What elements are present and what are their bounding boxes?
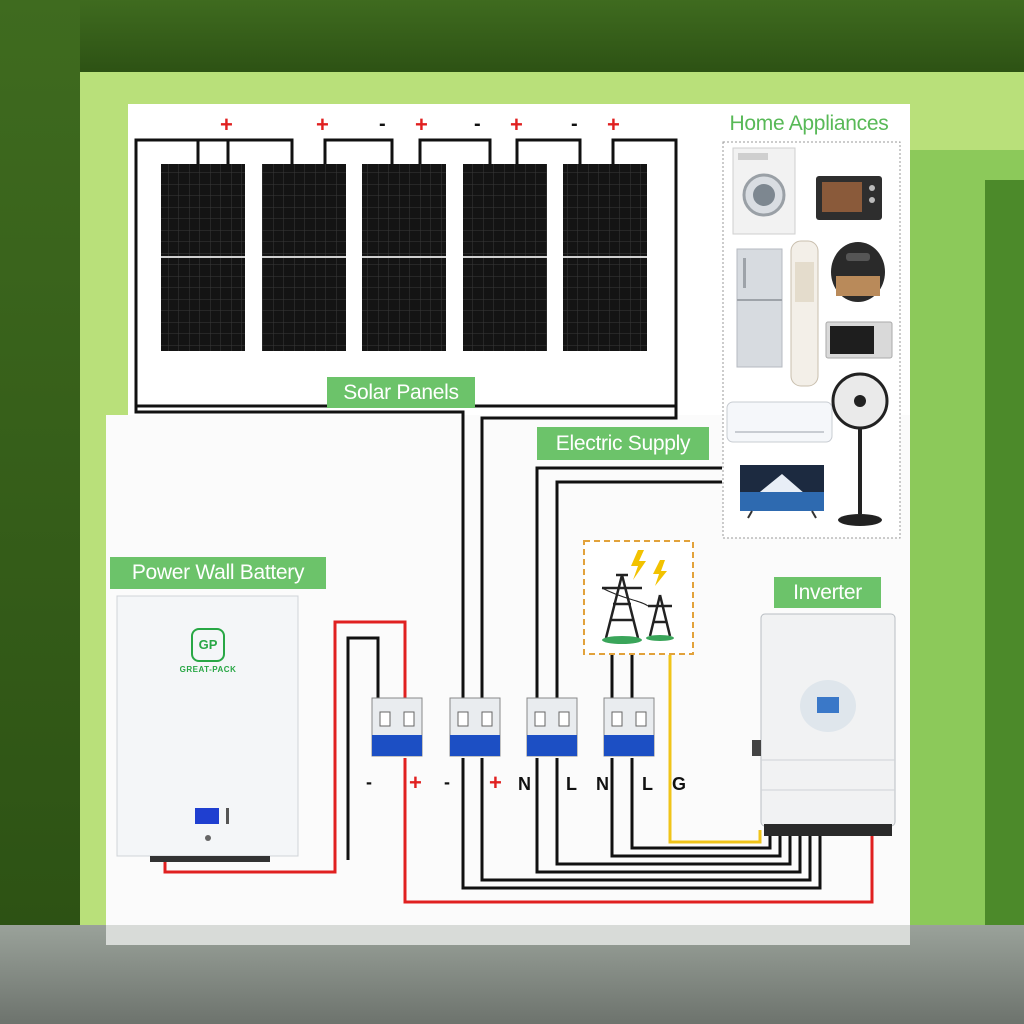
solar-panel xyxy=(463,164,547,351)
terminal-grid-line: L xyxy=(642,774,653,794)
panel-5-minus-sign: - xyxy=(571,113,578,135)
terminal-grid-neutral: N xyxy=(596,774,609,794)
brand-name: GREAT-PACK xyxy=(179,665,237,674)
home-appliances-label: Home Appliances xyxy=(729,112,889,135)
power-wall-battery-label: Power Wall Battery xyxy=(110,557,326,589)
great-pack-logo: GP GREAT-PACK xyxy=(168,628,248,674)
dc-breaker-battery xyxy=(371,697,423,757)
hybrid-inverter xyxy=(752,613,896,836)
solar-panel-array xyxy=(161,164,647,351)
panel-1-plus-sign: + xyxy=(220,112,233,137)
solar-panel xyxy=(161,164,245,351)
washing-machine-icon xyxy=(732,147,796,235)
inverter-label: Inverter xyxy=(774,577,881,608)
terminal-battery-negative: - xyxy=(366,772,372,792)
power-wall-battery xyxy=(116,595,299,862)
solar-panel xyxy=(362,164,446,351)
refrigerator-icon xyxy=(736,248,783,368)
terminal-solar-positive: + xyxy=(489,770,502,795)
terminal-load-line: L xyxy=(566,774,577,794)
panel-3-plus-sign: + xyxy=(415,112,428,137)
terminal-solar-negative: - xyxy=(444,772,450,792)
ac-breaker-grid xyxy=(603,697,655,757)
panel-2-plus-sign: + xyxy=(316,112,329,137)
red-wiring xyxy=(163,620,874,904)
solar-panel xyxy=(262,164,346,351)
terminal-load-neutral: N xyxy=(518,774,531,794)
panel-4-plus-sign: + xyxy=(510,112,523,137)
television-icon xyxy=(740,465,824,519)
microwave-icon xyxy=(825,321,893,359)
panel-5-plus-sign: + xyxy=(607,112,620,137)
ac-breaker-load xyxy=(526,697,578,757)
ground-wire xyxy=(668,655,762,844)
terminal-battery-positive: + xyxy=(409,770,422,795)
rice-cooker-icon xyxy=(831,242,885,302)
tower-air-conditioner-icon xyxy=(790,240,819,387)
home-appliances-panel xyxy=(722,141,901,539)
terminal-ground: G xyxy=(672,774,687,794)
dc-breaker-solar xyxy=(449,697,501,757)
electric-supply-label: Electric Supply xyxy=(537,427,709,460)
toaster-oven-icon xyxy=(816,176,882,220)
circuit-breakers xyxy=(371,697,655,757)
transmission-tower-icon xyxy=(601,573,672,639)
power-grid-box xyxy=(583,540,694,655)
panel-3-minus-sign: - xyxy=(379,113,386,135)
panel-4-minus-sign: - xyxy=(474,113,481,135)
solar-panel xyxy=(563,164,647,351)
lightning-icon xyxy=(631,550,667,586)
solar-panels-label: Solar Panels xyxy=(327,377,475,408)
black-wiring xyxy=(134,406,822,890)
gp-logo-mark: GP xyxy=(191,628,225,662)
standing-fan-icon xyxy=(831,372,889,526)
split-air-conditioner-icon xyxy=(726,401,833,443)
